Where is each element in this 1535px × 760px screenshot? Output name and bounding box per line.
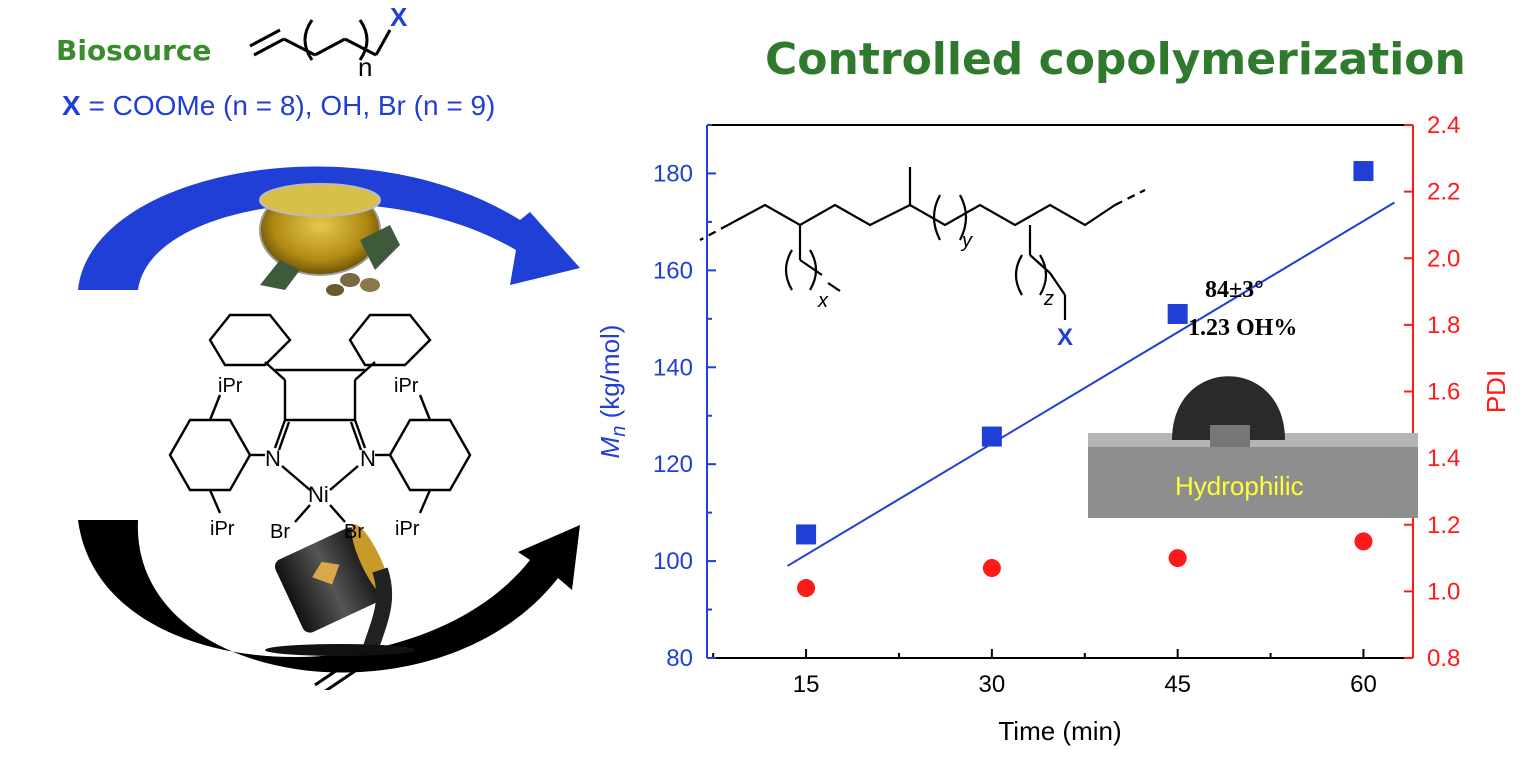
subscript-x: x [817,290,829,312]
ipr-label-1: iPr [218,375,243,397]
ni-catalyst-structure [168,313,472,523]
nickel-center: Ni [308,482,329,507]
right-y-tick-label: 2.2 [1427,179,1460,206]
right-y-tick-label: 1.8 [1427,312,1460,339]
nitrogen-right: N [360,446,376,471]
copolymer-structure [727,167,1116,320]
petro-cycle-arrow [78,520,580,673]
contact-angle-label: 84±3° [1205,277,1264,303]
left-y-tick-label: 120 [653,451,693,478]
left-y-axis-title: Mn (kg/mol) [595,325,630,459]
right-y-tick-label: 1.0 [1427,578,1460,605]
substituent-x: X [62,90,81,121]
cycle-graphic: N N Ni Br Br iPr iPr iPr iPr [78,166,580,690]
x-tick-label: 45 [1164,671,1191,698]
right-y-tick-label: 0.8 [1427,645,1460,672]
x-tick-label: 30 [979,671,1006,698]
bromide-left: Br [270,521,290,543]
substituent-text: = COOMe (n = 8), OH, Br (n = 9) [80,90,496,121]
hydrophilic-label: Hydrophilic [1175,471,1304,501]
right-y-tick-label: 1.2 [1427,512,1460,539]
mn-data-point [1167,303,1188,324]
left-y-tick-label: 160 [653,257,693,284]
x-axis-title: Time (min) [998,716,1121,746]
polymer-end-group: X [1057,324,1073,351]
oh-content-label: 1.23 OH% [1188,315,1297,341]
biosource-label: Biosource [56,34,212,67]
substituent-definition: X = COOMe (n = 8), OH, Br (n = 9) [62,90,495,122]
x-tick-label: 60 [1350,671,1377,698]
pdi-data-point [1168,549,1187,568]
chain-continuation [699,189,1146,241]
right-y-tick-label: 2.4 [1427,112,1460,139]
right-y-tick-label: 2.0 [1427,245,1460,272]
pdi-data-point [797,579,816,598]
monomer-subscript-n: n [358,52,372,80]
ipr-label-2: iPr [394,375,419,397]
mn-data-point [1353,161,1374,182]
monomer-end-group: X [390,2,408,32]
mn-linear-fit-line [786,201,1395,567]
right-y-tick-label: 1.4 [1427,445,1460,472]
x-tick-label: 15 [793,671,820,698]
right-y-tick-label: 1.6 [1427,379,1460,406]
bio-cycle-arrow [78,166,580,290]
chart-title: Controlled copolymerization [765,34,1466,85]
nitrogen-left: N [265,446,281,471]
ethylene-symbol [314,658,359,690]
petroleum-barrel-image [265,524,415,656]
left-y-tick-label: 180 [653,160,693,187]
pdi-data-point [1354,532,1373,551]
left-y-tick-label: 140 [653,354,693,381]
ipr-label-4: iPr [395,518,420,540]
mn-pdi-chart: 15 30 45 60 80 100 120 140 160 180 0.8 1.0 1.2 1.4 1.6… [595,112,1511,746]
pdi-data-point [982,559,1001,578]
ipr-label-3: iPr [210,518,235,540]
subscript-z: z [1043,288,1054,310]
left-y-tick-label: 100 [653,548,693,575]
scheme-panel: Biosource n X X = COOMe (n = 8), OH, Br … [0,0,640,760]
subscript-y: y [960,230,973,252]
water-droplet-image [1088,376,1418,518]
mn-data-point [796,524,817,545]
monomer-structure: n X [249,2,408,80]
right-y-axis-title: PDI [1481,370,1511,413]
bromide-right: Br [344,521,364,543]
plant-oil-image [259,183,400,296]
left-y-tick-label: 80 [666,645,693,672]
mn-data-point [981,426,1002,447]
